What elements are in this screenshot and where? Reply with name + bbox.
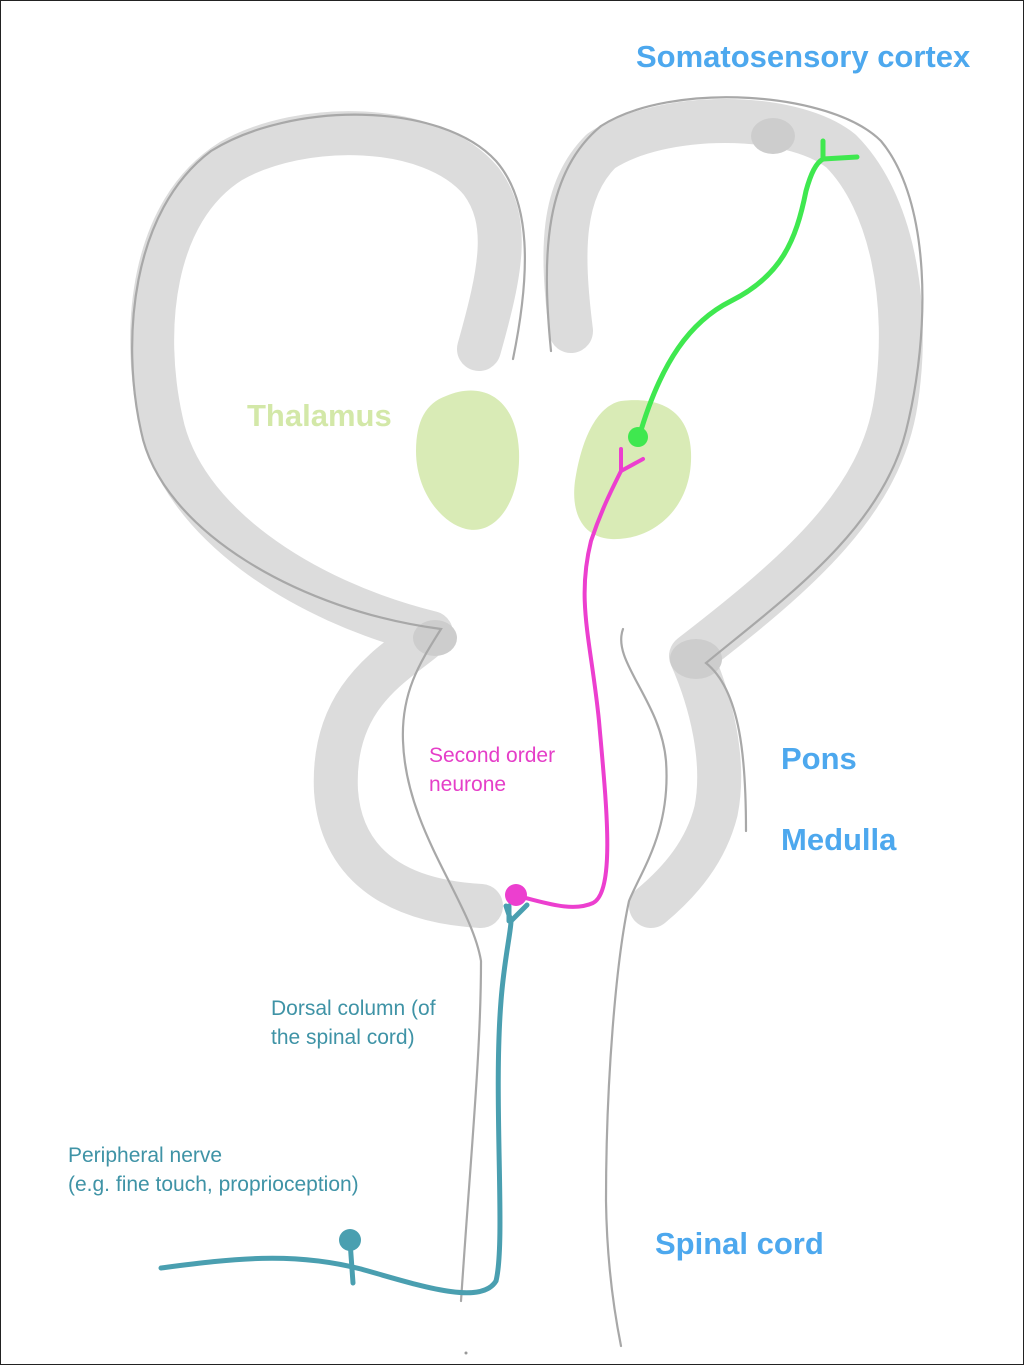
right-hemisphere-outline xyxy=(545,96,924,833)
left-hemisphere-outline xyxy=(131,113,526,1303)
second-order-neurone-label: Second order neurone xyxy=(429,741,555,799)
dorsal-column-label-line2: the spinal cord) xyxy=(271,1026,415,1049)
left-thalamus xyxy=(416,390,520,530)
dorsal-column-label-line1: Dorsal column (of xyxy=(271,997,436,1020)
third-order-neurone-axon xyxy=(636,156,826,440)
pons-label: Pons xyxy=(781,741,857,776)
dorsal-column-label: Dorsal column (of the spinal cord) xyxy=(271,994,436,1052)
peripheral-nerve-label-line2: (e.g. fine touch, proprioception) xyxy=(68,1173,359,1196)
second-order-neurone-body xyxy=(505,884,527,906)
right-thalamus xyxy=(574,400,692,540)
second-order-label-line1: Second order xyxy=(429,744,556,767)
thalamus-label: Thalamus xyxy=(247,398,392,433)
first-order-neurone-terminal xyxy=(503,902,530,924)
somatosensory-cortex-label: Somatosensory cortex xyxy=(636,39,971,74)
third-order-neurone-body xyxy=(628,427,648,447)
second-order-label-line2: neurone xyxy=(429,773,507,796)
third-order-neurone-terminal xyxy=(820,138,860,162)
peripheral-nerve-label-line1: Peripheral nerve xyxy=(68,1144,223,1167)
bottom-dot xyxy=(464,1351,468,1355)
right-hemisphere-band xyxy=(543,99,923,928)
first-order-neurone-body xyxy=(339,1229,361,1251)
first-order-neurone-axon xyxy=(158,918,514,1296)
medulla-label: Medulla xyxy=(781,822,897,857)
second-order-neurone-axon xyxy=(515,469,623,909)
spinal-cord-label: Spinal cord xyxy=(655,1226,824,1261)
second-order-neurone-terminal xyxy=(619,447,645,473)
spinal-cord-outline-right xyxy=(604,627,668,1348)
right-pons-patch xyxy=(670,639,722,679)
left-hemisphere-band xyxy=(130,111,522,928)
peripheral-nerve-label: Peripheral nerve (e.g. fine touch, propr… xyxy=(68,1141,359,1199)
cortex-patch xyxy=(751,118,795,154)
